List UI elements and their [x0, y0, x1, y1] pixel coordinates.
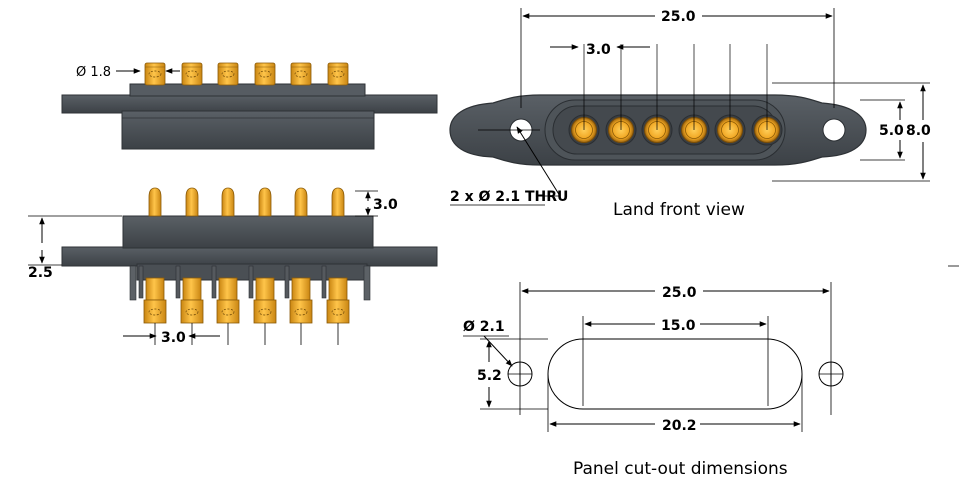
- side-pitch-label: 3.0: [161, 330, 186, 346]
- front-pad: [568, 44, 600, 146]
- top-pin: [254, 62, 276, 86]
- top-pin: [144, 62, 166, 86]
- inner-height-label: 5.0: [879, 123, 904, 139]
- right-mount-hole: [822, 118, 846, 142]
- side-post: [363, 265, 371, 301]
- side-post: [129, 265, 137, 301]
- top-pin: [327, 62, 349, 86]
- top-pins: [144, 62, 349, 86]
- side-pin: [321, 187, 350, 345]
- slot-length-label: 15.0: [661, 318, 696, 334]
- top-pin: [290, 62, 312, 86]
- top-pin: [181, 62, 203, 86]
- front-view: 25.0 3.0 5.0 8.0 2 x Ø 2.1 THRU Land fro…: [449, 8, 931, 220]
- hole-note-label: 2 x Ø 2.1 THRU: [450, 189, 568, 205]
- front-view-caption: Land front view: [613, 200, 745, 220]
- front-pitch-label: 3.0: [586, 42, 611, 58]
- top-pin: [217, 62, 239, 86]
- top-body: [121, 110, 375, 150]
- cutout-caption: Panel cut-out dimensions: [573, 459, 788, 479]
- side-body: [122, 215, 374, 249]
- slot-height-label: 5.2: [477, 368, 502, 384]
- pin-height-label: 3.0: [373, 197, 398, 213]
- side-pin: [175, 187, 204, 345]
- front-pads: [568, 44, 783, 146]
- flange-height-label: 2.5: [28, 265, 53, 281]
- side-pins: [129, 187, 371, 345]
- front-pad: [751, 44, 783, 146]
- front-pad: [714, 44, 746, 146]
- top-flange: [61, 94, 438, 114]
- front-pad: [641, 44, 673, 146]
- front-width-label: 25.0: [661, 9, 696, 25]
- front-pad: [678, 44, 710, 146]
- cutout-slot: [547, 338, 803, 410]
- side-pin: [248, 187, 277, 345]
- side-pin: [284, 187, 313, 345]
- outer-height-label: 8.0: [906, 123, 931, 139]
- pin-diameter-label: Ø 1.8: [76, 65, 111, 80]
- top-view: Ø 1.8: [61, 62, 438, 150]
- top-ridge: [129, 83, 366, 97]
- hole-spacing-label: 20.2: [662, 418, 697, 434]
- side-view: 3.0 2.5 3.0: [28, 187, 438, 346]
- cutout-view: 25.0 15.0 Ø 2.1 5.2 20.2 Panel cut-out d…: [463, 282, 844, 479]
- side-pin: [211, 187, 240, 345]
- front-pad: [605, 44, 637, 146]
- side-flange: [61, 246, 438, 267]
- cutout-width-label: 25.0: [662, 285, 697, 301]
- cutout-hole-diameter-label: Ø 2.1: [463, 319, 505, 335]
- side-pin: [138, 187, 167, 345]
